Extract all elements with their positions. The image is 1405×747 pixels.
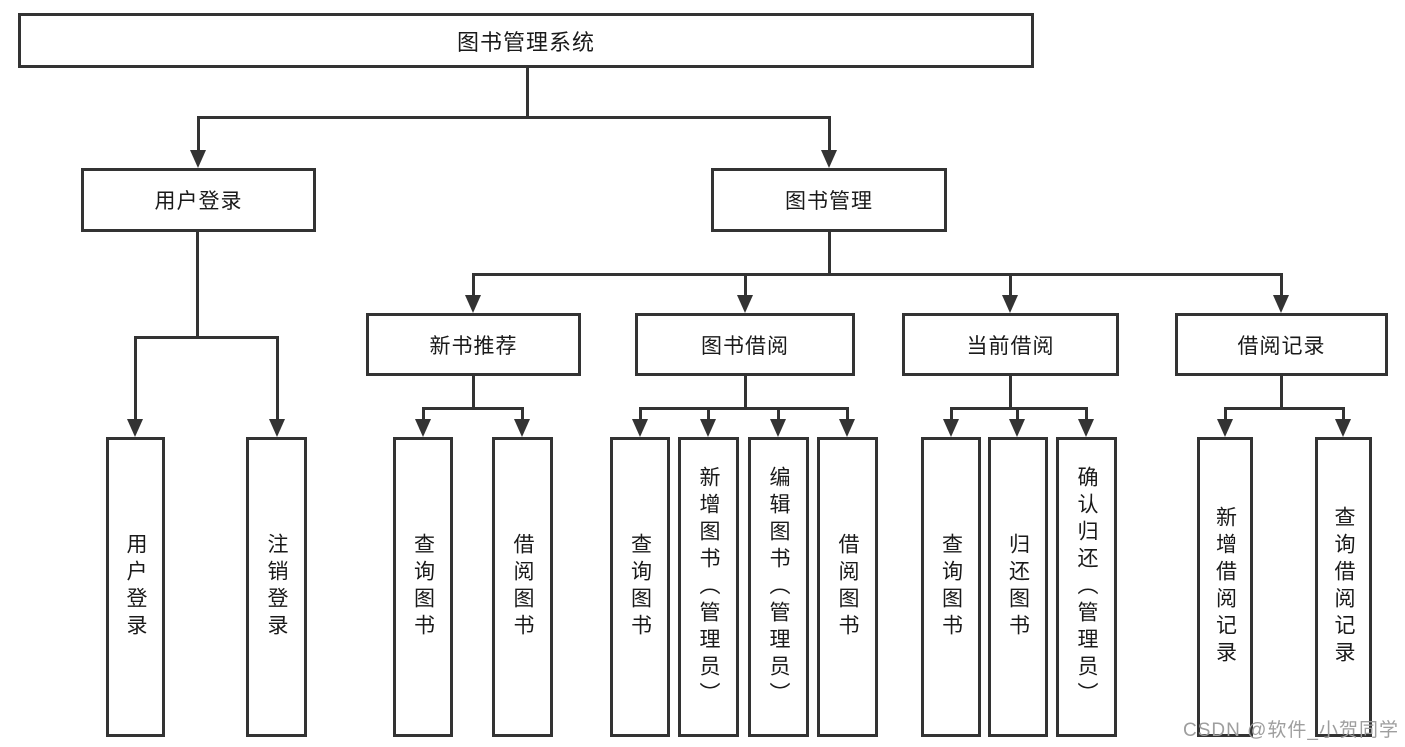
leaf-add-books-admin: 新增图书（管理员） xyxy=(678,437,739,737)
arrow-down-icon xyxy=(269,419,285,437)
connector-line xyxy=(1085,407,1088,423)
connector-line xyxy=(744,376,747,407)
arrow-down-icon xyxy=(770,419,786,437)
arrow-down-icon xyxy=(1009,419,1025,437)
leaf-query-books-current: 查询图书 xyxy=(921,437,981,737)
connector-line xyxy=(521,407,524,423)
connector-line xyxy=(197,116,831,119)
arrow-down-icon xyxy=(1078,419,1094,437)
leaf-edit-books-admin: 编辑图书（管理员） xyxy=(748,437,809,737)
leaf-label: 新增图书（管理员） xyxy=(697,465,720,709)
connector-line xyxy=(197,116,200,154)
arrow-down-icon xyxy=(737,295,753,313)
csdn-watermark: CSDN @软件_小贺同学 xyxy=(1183,720,1399,741)
arrow-down-icon xyxy=(632,419,648,437)
leaf-borrow-books-recommend: 借阅图书 xyxy=(492,437,553,737)
leaf-label: 查询图书 xyxy=(628,533,652,641)
connector-line xyxy=(744,273,747,299)
leaf-label: 编辑图书（管理员） xyxy=(767,465,790,709)
node-borrowing-records: 借阅记录 xyxy=(1175,313,1388,376)
connector-line xyxy=(828,232,831,273)
node-library-management-system: 图书管理系统 xyxy=(18,13,1034,68)
connector-line xyxy=(1280,273,1283,299)
leaf-query-books-recommend: 查询图书 xyxy=(393,437,453,737)
connector-line xyxy=(846,407,849,423)
connector-line xyxy=(1009,273,1012,299)
connector-line xyxy=(1009,376,1012,407)
leaf-label: 查询借阅记录 xyxy=(1332,506,1355,668)
leaf-label: 确认归还（管理员） xyxy=(1075,465,1098,709)
connector-line xyxy=(134,336,279,339)
connector-line xyxy=(472,273,475,299)
connector-line xyxy=(1280,376,1283,407)
node-user-login: 用户登录 xyxy=(81,168,316,232)
arrow-down-icon xyxy=(1217,419,1233,437)
arrow-down-icon xyxy=(1002,295,1018,313)
connector-line xyxy=(422,407,524,410)
arrow-down-icon xyxy=(943,419,959,437)
arrow-down-icon xyxy=(1335,419,1351,437)
leaf-return-books: 归还图书 xyxy=(988,437,1048,737)
leaf-label: 注销登录 xyxy=(265,533,288,641)
leaf-label: 查询图书 xyxy=(939,533,963,641)
connector-line xyxy=(1016,407,1019,423)
connector-line xyxy=(472,376,475,407)
connector-line xyxy=(276,336,279,423)
leaf-add-borrow-record: 新增借阅记录 xyxy=(1197,437,1253,737)
connector-line xyxy=(828,116,831,154)
arrow-down-icon xyxy=(821,150,837,168)
leaf-label: 借阅图书 xyxy=(836,533,859,641)
connector-line xyxy=(777,407,780,423)
arrow-down-icon xyxy=(190,150,206,168)
connector-line xyxy=(950,407,953,423)
connector-line xyxy=(707,407,710,423)
arrow-down-icon xyxy=(700,419,716,437)
node-book-borrowing: 图书借阅 xyxy=(635,313,855,376)
connector-line xyxy=(526,68,529,116)
arrow-down-icon xyxy=(127,419,143,437)
node-new-book-recommendation: 新书推荐 xyxy=(366,313,581,376)
leaf-user-login: 用户登录 xyxy=(106,437,165,737)
arrow-down-icon xyxy=(415,419,431,437)
connector-line xyxy=(639,407,642,423)
arrow-down-icon xyxy=(465,295,481,313)
connector-line xyxy=(196,232,199,336)
node-book-management: 图书管理 xyxy=(711,168,947,232)
leaf-confirm-return-admin: 确认归还（管理员） xyxy=(1056,437,1117,737)
arrow-down-icon xyxy=(839,419,855,437)
leaf-label: 查询图书 xyxy=(411,533,435,641)
arrow-down-icon xyxy=(1273,295,1289,313)
leaf-label: 借阅图书 xyxy=(511,533,534,641)
leaf-logout: 注销登录 xyxy=(246,437,307,737)
leaf-query-books-borrowing: 查询图书 xyxy=(610,437,670,737)
connector-line xyxy=(472,273,1283,276)
connector-line xyxy=(639,407,849,410)
node-current-borrowing: 当前借阅 xyxy=(902,313,1119,376)
connector-line xyxy=(1224,407,1345,410)
leaf-label: 用户登录 xyxy=(124,533,147,641)
connector-line xyxy=(1224,407,1227,423)
connector-line xyxy=(1342,407,1345,423)
leaf-borrow-books: 借阅图书 xyxy=(817,437,878,737)
leaf-label: 新增借阅记录 xyxy=(1213,506,1237,668)
connector-line xyxy=(422,407,425,423)
leaf-label: 归还图书 xyxy=(1006,533,1030,641)
arrow-down-icon xyxy=(514,419,530,437)
connector-line xyxy=(134,336,137,423)
leaf-query-borrow-record: 查询借阅记录 xyxy=(1315,437,1372,737)
